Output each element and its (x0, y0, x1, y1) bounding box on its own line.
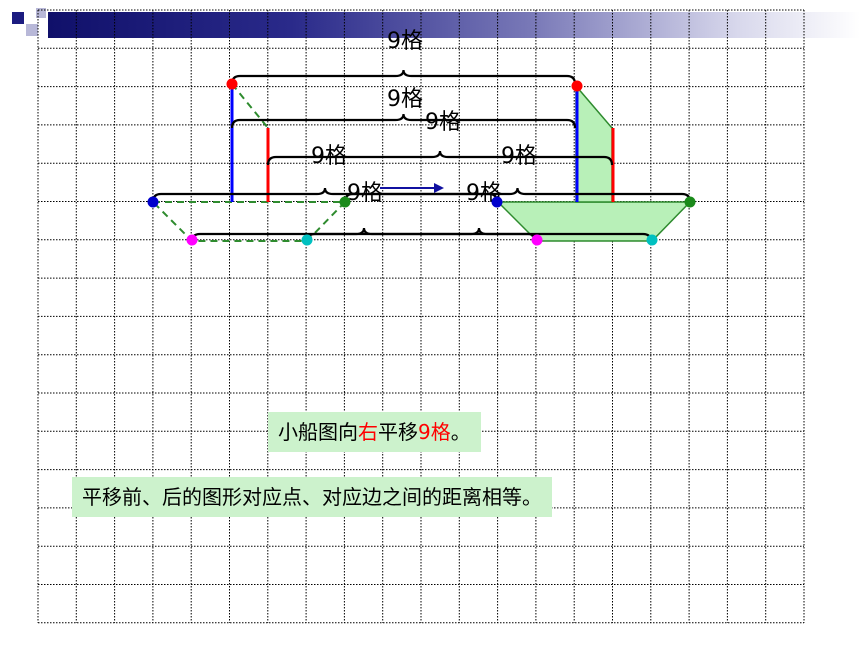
distance-label: 9格 (387, 29, 423, 54)
original-sail-slope (231, 83, 269, 129)
vertex-point (186, 234, 198, 246)
caption-pre: 小船图向 (278, 420, 358, 444)
square-bullet-icon (12, 12, 24, 24)
vertex-point (301, 234, 313, 246)
header-bar (48, 12, 860, 38)
vertex-point (646, 234, 658, 246)
brace-sail-edge (266, 150, 614, 166)
brace-mast-top (230, 69, 577, 85)
distance-label: 9格 (387, 87, 423, 112)
distance-braces (151, 69, 692, 243)
distance-label: 9格 (501, 144, 537, 169)
caption-mid: 平移 (378, 420, 418, 444)
caption-property: 平移前、后的图形对应点、对应边之间的距离相等。 (72, 477, 552, 517)
caption-post: 。 (450, 420, 471, 444)
deco-square-light (26, 24, 38, 36)
vertex-point (531, 234, 543, 246)
grid (37, 9, 805, 624)
distance-label: 9格 (347, 181, 383, 206)
translated-hull (496, 201, 692, 242)
brace-hull-right (343, 187, 692, 203)
vertex-point (684, 196, 696, 208)
caption-translation: 小船图向右平移9格。 (268, 412, 481, 452)
distance-label: 9格 (311, 144, 347, 169)
vertex-point (339, 196, 351, 208)
translated-sail (575, 83, 613, 203)
vertex-point (491, 196, 503, 208)
original-hull (152, 201, 348, 242)
brace-bottom-right (305, 227, 653, 243)
deco-square-light-2 (36, 8, 46, 18)
corresponding-points (147, 78, 696, 246)
caption-amount: 9格 (418, 420, 451, 444)
vertex-point (226, 78, 238, 90)
vertex-point (147, 196, 159, 208)
arrow-right-icon-head (434, 183, 444, 193)
distance-label: 9格 (425, 110, 461, 135)
caption-direction: 右 (358, 420, 378, 444)
brace-mast-middle (230, 113, 577, 129)
vertex-point (571, 80, 583, 92)
